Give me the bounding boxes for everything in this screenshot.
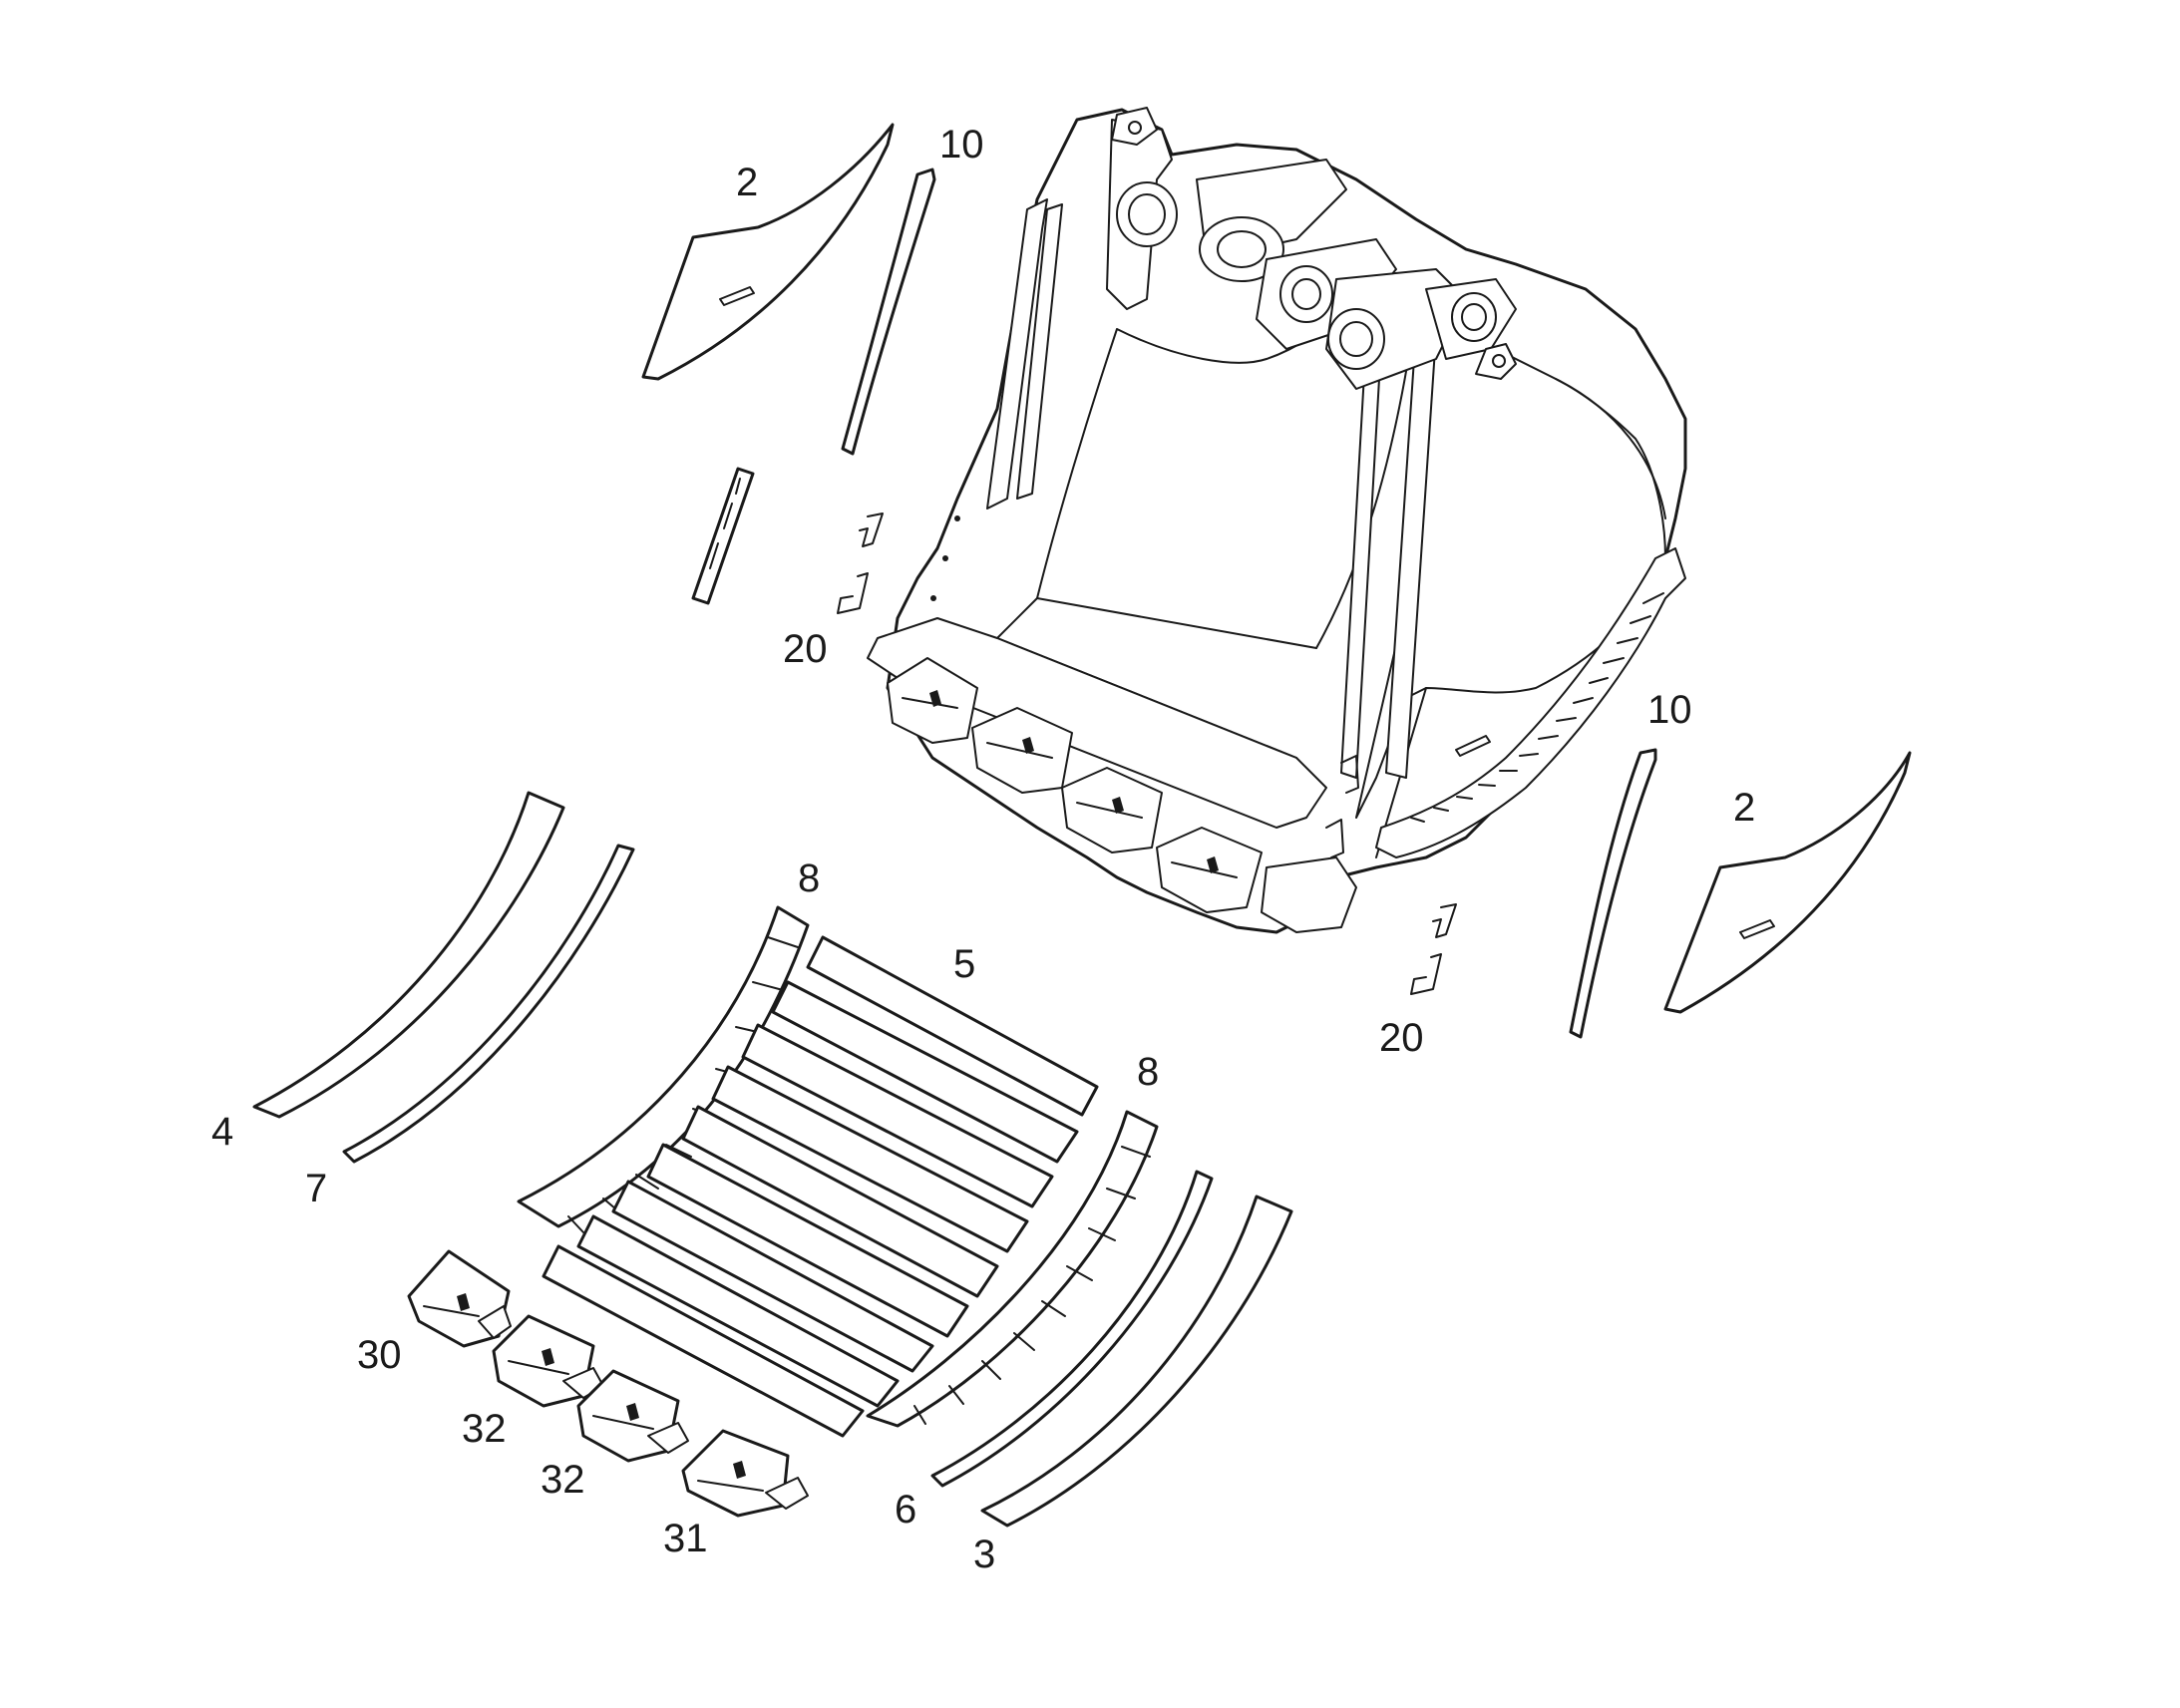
label-31: 31 (663, 1517, 708, 1560)
label-10-right: 10 (1647, 688, 1692, 732)
part-32-tooth-b (576, 1369, 689, 1463)
part-2-right-slot (1739, 919, 1775, 939)
part-31-tooth (681, 1429, 809, 1518)
part-20-right-clip-a (1432, 903, 1457, 938)
part-2-right-side-plate (1663, 751, 1912, 1014)
part-8-right-wear-strip (866, 1110, 1159, 1428)
label-7: 7 (305, 1167, 327, 1210)
part-3-liner (980, 1195, 1293, 1528)
part-8-top-wear-strip (517, 905, 810, 1228)
part-4-liner (252, 791, 565, 1119)
label-2-left: 2 (736, 161, 758, 204)
label-20-right: 20 (1379, 1016, 1424, 1060)
part-10-right-strip (1569, 748, 1657, 1039)
label-4: 4 (211, 1110, 233, 1154)
label-32-a: 32 (462, 1407, 507, 1451)
label-10-left: 10 (939, 123, 984, 167)
label-8-right: 8 (1137, 1050, 1159, 1094)
part-2-left-side-plate (641, 123, 895, 381)
label-30: 30 (357, 1333, 402, 1377)
part-30-tooth (407, 1249, 512, 1348)
part-10-left-strip (841, 168, 936, 456)
label-20-left: 20 (783, 627, 828, 671)
part-2-left-slot (719, 286, 755, 306)
label-2-right: 2 (1733, 786, 1755, 830)
bucket-assembly (867, 107, 1687, 934)
part-20-left-clip-a (859, 512, 884, 547)
part-5-liner-plates (542, 935, 1099, 1438)
part-7-strip (342, 844, 635, 1164)
label-5: 5 (953, 942, 975, 986)
label-6: 6 (895, 1488, 916, 1532)
part-32-tooth-a (492, 1314, 604, 1408)
part-20-left-block (691, 467, 755, 605)
part-20-right-clip-b (1410, 953, 1442, 995)
part-6-strip (930, 1170, 1214, 1488)
label-32-b: 32 (541, 1458, 585, 1502)
label-3: 3 (973, 1533, 995, 1576)
part-20-left-clip-b (837, 572, 869, 614)
label-8-top: 8 (798, 856, 820, 900)
